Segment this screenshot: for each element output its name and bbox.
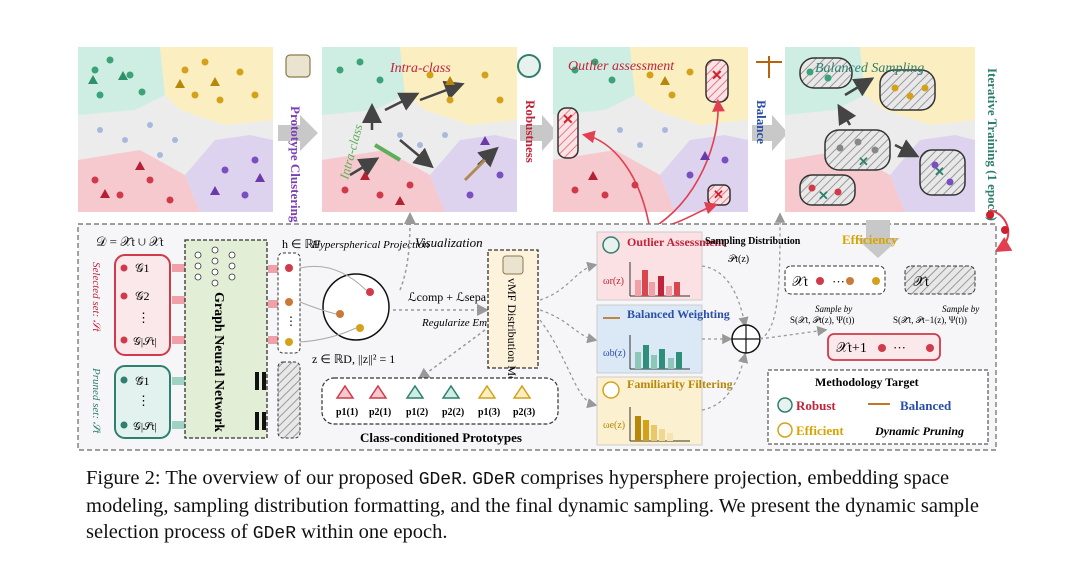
svg-text:p1(3): p1(3): [478, 407, 500, 418]
svg-text:Selected set: 𝒮t: Selected set: 𝒮t: [90, 262, 102, 333]
familiarity-filtering-box: Familiarity Filtering ωe(z): [596, 376, 733, 446]
svg-text:Outlier Assessment: Outlier Assessment: [627, 235, 725, 249]
svg-text:···: ···: [893, 340, 906, 355]
selected-set: Selected set: 𝒮t 𝒢1 𝒢2 ⋮ 𝒢|𝒮t|: [90, 254, 171, 356]
svg-text:p1(2): p1(2): [406, 407, 428, 418]
svg-text:𝒳t+1: 𝒳t+1: [836, 341, 867, 356]
hypersphere: Hyperspherical Projection z ∈ ℝD, ||z||²…: [299, 239, 430, 366]
svg-text:⋮: ⋮: [285, 314, 297, 328]
h-embeddings: h ∈ ℝF ⋮: [277, 237, 321, 439]
z-label: z ∈ ℝD, ||z||² = 1: [312, 352, 395, 366]
balanced-weighting-box: Balanced Weighting ωb(z): [596, 304, 730, 374]
svg-text:𝒢|𝒮t|: 𝒢|𝒮t|: [133, 336, 157, 348]
svg-text:Robust: Robust: [796, 398, 836, 413]
figure-caption: Figure 2: The overview of our proposed G…: [86, 467, 979, 544]
svg-text:Class-conditioned Prototypes: Class-conditioned Prototypes: [360, 430, 522, 445]
svg-text:Hyperspherical Projection: Hyperspherical Projection: [311, 239, 430, 251]
outlier-assessment-title: Outlier assessment: [568, 59, 675, 74]
svg-text:⋮: ⋮: [137, 310, 150, 325]
pruned-set: Pruned set: 𝒮̃t 𝒢̃1 ⋮ 𝒢|𝒮̃t|: [90, 365, 171, 439]
intra-class-title: Intra-class: [389, 61, 451, 76]
svg-text:Efficient: Efficient: [796, 423, 844, 438]
prototype-clustering-label: Prototype Clustering: [288, 106, 303, 223]
visualization-label: Visualization: [415, 235, 483, 250]
prototypes-box: p1(1) p2(1) p1(2) p2(2) p1(3) p2(3) Clas…: [321, 377, 559, 445]
svg-text:✕: ✕: [713, 187, 724, 202]
svg-text:Sampling Distribution: Sampling Distribution: [705, 236, 801, 247]
iterative-training-label: Iterative Training (1 epoch): [985, 68, 1013, 253]
svg-text:𝒢̃1: 𝒢̃1: [135, 374, 150, 388]
prototype-clustering-arrow: Prototype Clustering: [278, 54, 318, 223]
svg-text:p2(2): p2(2): [442, 407, 464, 418]
gnn-label: Graph Neural Network: [211, 292, 226, 432]
svg-text:Dynamic Pruning: Dynamic Pruning: [874, 424, 964, 438]
svg-text:ωr(z): ωr(z): [603, 276, 624, 287]
svg-text:✕: ✕: [934, 164, 945, 179]
svg-text:✕: ✕: [858, 154, 869, 169]
efficiency-section: Efficiency 𝒳t ··· 𝒳̃t Sample by S(𝒳t, 𝒫t…: [784, 220, 979, 361]
svg-text:Familiarity Filtering: Familiarity Filtering: [627, 377, 733, 391]
svg-text:S(𝒳̃t, 𝒫t−1(z), Ψ(t)): S(𝒳̃t, 𝒫t−1(z), Ψ(t)): [893, 315, 967, 325]
outlier-assessment-box: Outlier Assessment ωr(z): [596, 231, 725, 301]
svg-text:𝒳̃t: 𝒳̃t: [913, 275, 929, 290]
svg-text:p2(1): p2(1): [369, 407, 391, 418]
panel-outlier-assessment: ✕ ✕ ✕ Outlier assessment: [553, 47, 748, 231]
svg-text:p2(3): p2(3): [513, 407, 535, 418]
robustness-arrow: Robustness: [517, 54, 558, 163]
svg-text:✕: ✕: [562, 113, 574, 128]
balanced-sampling-title: Balanced Sampling: [815, 61, 924, 76]
panel-embedding-space-1: [78, 47, 273, 212]
svg-text:···: ···: [832, 274, 845, 289]
svg-text:ωe(z): ωe(z): [603, 420, 625, 431]
svg-text:⋮: ⋮: [137, 393, 150, 408]
svg-text:Sample by: Sample by: [942, 304, 979, 314]
svg-text:✕: ✕: [711, 69, 723, 84]
svg-text:✕: ✕: [818, 188, 829, 203]
svg-text:𝒢2: 𝒢2: [135, 289, 150, 303]
loss-label: ℒcomp + ℒsepa: [408, 290, 487, 304]
svg-text:𝒳t: 𝒳t: [792, 275, 808, 290]
svg-text:ωb(z): ωb(z): [603, 348, 626, 359]
balance-arrow: Balance: [752, 56, 788, 151]
balance-label: Balance: [754, 100, 769, 144]
svg-text:Sample by: Sample by: [815, 304, 852, 314]
h-label: h ∈ ℝF: [282, 237, 321, 251]
svg-text:Methodology Target: Methodology Target: [815, 375, 919, 389]
dataset-equation: 𝒟 = 𝒳̃t ∪ 𝒳t: [96, 234, 164, 249]
svg-text:𝒫t(z): 𝒫t(z): [728, 254, 749, 265]
methodology-target: Methodology Target Robust Balanced Effic…: [767, 369, 989, 445]
svg-text:𝒢1: 𝒢1: [135, 261, 150, 275]
svg-text:Iterative Training (1 epoch): Iterative Training (1 epoch): [985, 68, 1000, 221]
svg-text:p1(1): p1(1): [336, 407, 358, 418]
gnn-box: Graph Neural Network: [184, 239, 268, 439]
svg-text:Efficiency: Efficiency: [842, 232, 898, 247]
svg-text:S(𝒳t, 𝒫t(z), Ψ(t)): S(𝒳t, 𝒫t(z), Ψ(t)): [790, 315, 854, 325]
robustness-label: Robustness: [523, 100, 538, 163]
panel-intra-class: Intra-class Intra-class: [322, 47, 517, 212]
svg-text:Pruned set: 𝒮̃t: Pruned set: 𝒮̃t: [90, 367, 102, 434]
panel-balanced-sampling: ✕ ✕ ✕ Balanced Sampling: [785, 47, 975, 212]
svg-text:Balanced: Balanced: [900, 398, 952, 413]
svg-text:Balanced Weighting: Balanced Weighting: [627, 307, 730, 321]
overview-figure: Prototype Clustering Intra-class Intra-c…: [77, 47, 1013, 451]
svg-text:𝒢|𝒮̃t|: 𝒢|𝒮̃t|: [133, 421, 157, 433]
